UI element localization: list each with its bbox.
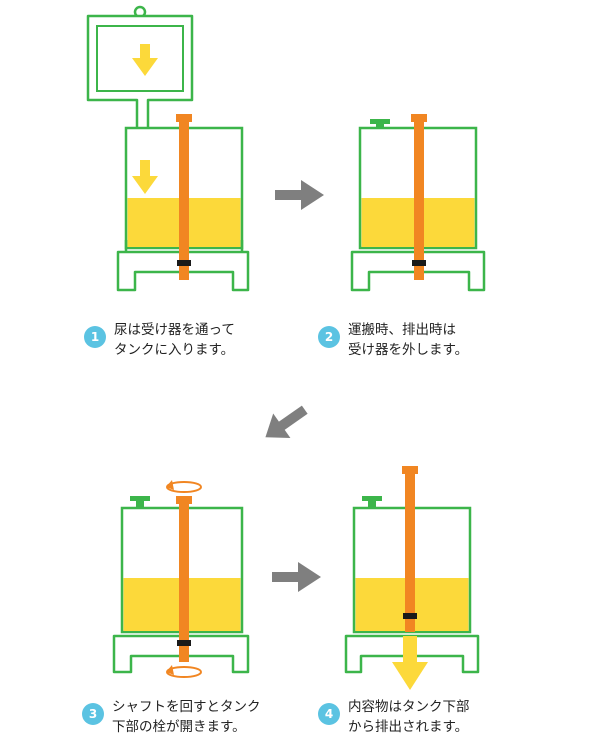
step4-line1: 内容物はタンク下部 — [348, 699, 470, 715]
rotate-arrow-icon — [166, 480, 202, 493]
step2-number-badge: 2 — [318, 326, 340, 348]
step4-line2: から排出されます。 — [348, 719, 469, 735]
step4-number-badge: 4 — [318, 703, 340, 725]
shaft — [411, 114, 427, 280]
step1-text: 尿は受け器を通って タンクに入ります。 — [114, 320, 235, 360]
step3-illustration — [112, 480, 250, 678]
down-arrow-icon — [132, 160, 158, 194]
right-arrow-icon — [272, 562, 321, 592]
step1-line1: 尿は受け器を通って — [114, 322, 235, 338]
diagonal-arrow-icon — [265, 405, 308, 439]
step3-line1: シャフトを回すとタンク — [112, 699, 261, 715]
shaft — [176, 114, 192, 280]
rotate-arrow-icon — [166, 665, 202, 678]
step3-text: シャフトを回すとタンク 下部の栓が開きます。 — [112, 697, 261, 737]
step1-line2: タンクに入ります。 — [114, 342, 235, 358]
step3-label: 3 シャフトを回すとタンク 下部の栓が開きます。 — [82, 697, 261, 737]
step4-illustration — [344, 466, 480, 690]
shaft — [402, 466, 418, 632]
step2-line2: 受け器を外します。 — [348, 342, 469, 358]
step1-label: 1 尿は受け器を通って タンクに入ります。 — [84, 320, 235, 360]
step2-line1: 運搬時、排出時は — [348, 322, 456, 338]
step3-number-badge: 3 — [82, 703, 104, 725]
down-arrow-icon — [132, 44, 158, 76]
right-arrow-icon — [275, 180, 324, 210]
step3-line2: 下部の栓が開きます。 — [112, 719, 246, 735]
down-arrow-icon — [392, 636, 428, 690]
tank-cap — [130, 496, 150, 507]
step1-number-badge: 1 — [84, 326, 106, 348]
step4-text: 内容物はタンク下部 から排出されます。 — [348, 697, 470, 737]
step2-illustration — [350, 114, 486, 292]
step4-label: 4 内容物はタンク下部 から排出されます。 — [318, 697, 470, 737]
tank-cap — [362, 496, 382, 507]
shaft — [176, 496, 192, 662]
step2-label: 2 運搬時、排出時は 受け器を外します。 — [318, 320, 468, 360]
step1-illustration — [86, 5, 250, 292]
step2-text: 運搬時、排出時は 受け器を外します。 — [348, 320, 468, 360]
